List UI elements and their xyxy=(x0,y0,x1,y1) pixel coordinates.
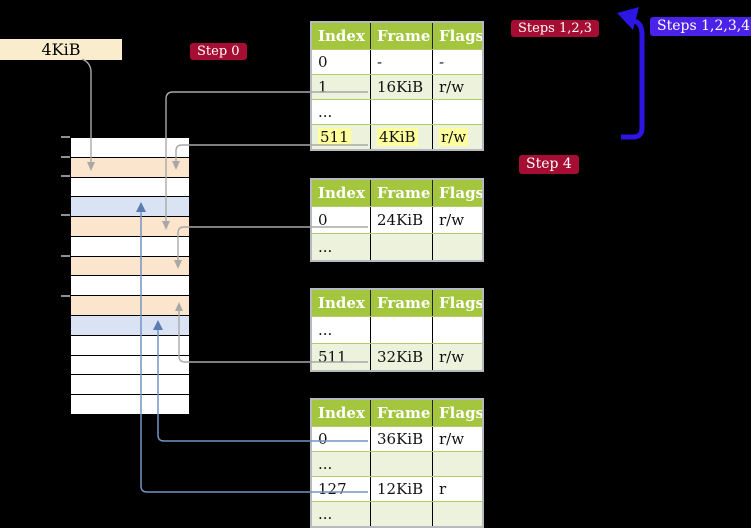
table-cell: r/w xyxy=(432,427,482,451)
memory-frame-row-pagetable xyxy=(71,216,189,236)
table-cell: r/w xyxy=(432,75,482,99)
table-cell: ... xyxy=(318,103,333,121)
memory-frame-row-free xyxy=(71,138,189,157)
table-cell: r xyxy=(432,477,482,501)
table-cell xyxy=(432,502,482,526)
recursive-loop-arrow xyxy=(617,7,645,140)
table-cell: 36KiB xyxy=(370,427,432,451)
column-header: Index xyxy=(318,404,365,422)
column-header: Frame xyxy=(370,400,432,426)
column-header: Flags xyxy=(432,180,482,206)
table-cell xyxy=(370,502,432,526)
memory-tick xyxy=(61,156,70,158)
column-header: Flags xyxy=(432,400,482,426)
table-cell xyxy=(432,452,482,476)
memory-frame-row-free xyxy=(71,354,189,375)
physical-memory-column xyxy=(70,137,190,415)
table-row: ... xyxy=(312,501,482,526)
memory-tick xyxy=(61,175,70,177)
column-header: Index xyxy=(318,27,365,45)
table-cell xyxy=(432,317,482,343)
memory-tick xyxy=(61,255,70,257)
table-cell: 4KiB xyxy=(370,125,432,149)
table-cell: r/w xyxy=(432,344,482,370)
table-cell xyxy=(370,234,432,260)
memory-frame-row-pagetable xyxy=(71,255,189,276)
table-cell xyxy=(432,234,482,260)
table-cell: ... xyxy=(318,321,333,339)
table-cell: 511 xyxy=(312,125,370,149)
table-cell: 0 xyxy=(318,53,328,71)
column-header: Flags xyxy=(432,290,482,316)
memory-tick xyxy=(61,214,70,216)
table-cell: 16KiB xyxy=(370,75,432,99)
memory-tick xyxy=(61,295,70,297)
memory-frame-row-free xyxy=(71,394,189,414)
table-cell: - xyxy=(370,50,432,74)
memory-frame-row-free xyxy=(71,275,189,296)
table-cell xyxy=(370,100,432,124)
table-cell: ... xyxy=(318,505,333,523)
column-header: Index xyxy=(318,184,365,202)
memory-frame-row-free xyxy=(71,334,189,355)
table-cell xyxy=(370,317,432,343)
table-cell: 127 xyxy=(318,480,347,498)
table-cell: 511 xyxy=(318,348,347,366)
highlighted-value: 511 xyxy=(318,128,351,146)
table-row: ... xyxy=(312,451,482,476)
steps-1234-badge: Steps 1,2,3,4 xyxy=(650,17,751,36)
table-cell: ... xyxy=(318,238,333,256)
memory-frame-row-pagetable xyxy=(71,295,189,316)
column-header: Frame xyxy=(370,290,432,316)
column-header: Frame xyxy=(370,180,432,206)
table-cell: 24KiB xyxy=(370,207,432,233)
table-cell xyxy=(370,452,432,476)
memory-frame-row-page xyxy=(71,315,189,335)
table-cell: 12KiB xyxy=(370,477,432,501)
column-header: Flags xyxy=(432,23,482,49)
memory-frame-row-free xyxy=(71,235,189,256)
table-cell: r/w xyxy=(432,207,482,233)
table-row: ... xyxy=(312,233,482,260)
table-cell: r/w xyxy=(432,125,482,149)
memory-frame-row-page xyxy=(71,196,189,217)
memory-tick xyxy=(61,136,70,138)
memory-frame-row-pagetable xyxy=(71,156,189,177)
table-row: ... xyxy=(312,316,482,343)
memory-frame-row-free xyxy=(71,176,189,197)
step-0-badge: Step 0 xyxy=(190,43,247,60)
table-cell: 0 xyxy=(318,430,328,448)
table-cell: 0 xyxy=(318,211,328,229)
table-cell xyxy=(432,100,482,124)
table-cell: 1 xyxy=(318,78,328,96)
table-row: 0 -- xyxy=(312,49,482,74)
table-row: 511 4KiB r/w xyxy=(312,124,482,149)
step-4-badge: Step 4 xyxy=(519,155,579,174)
steps-123-badge: Steps 1,2,3 xyxy=(511,20,600,37)
table-cell: - xyxy=(432,50,482,74)
table-cell: 32KiB xyxy=(370,344,432,370)
column-header: Frame xyxy=(370,23,432,49)
table-cell: ... xyxy=(318,455,333,473)
frame-size-label: 4KiB xyxy=(0,39,122,60)
highlighted-value: 4KiB xyxy=(377,128,418,146)
table-row: ... xyxy=(312,99,482,124)
column-header: Index xyxy=(318,294,365,312)
memory-frame-row-free xyxy=(71,374,189,395)
highlighted-value: r/w xyxy=(439,128,469,146)
